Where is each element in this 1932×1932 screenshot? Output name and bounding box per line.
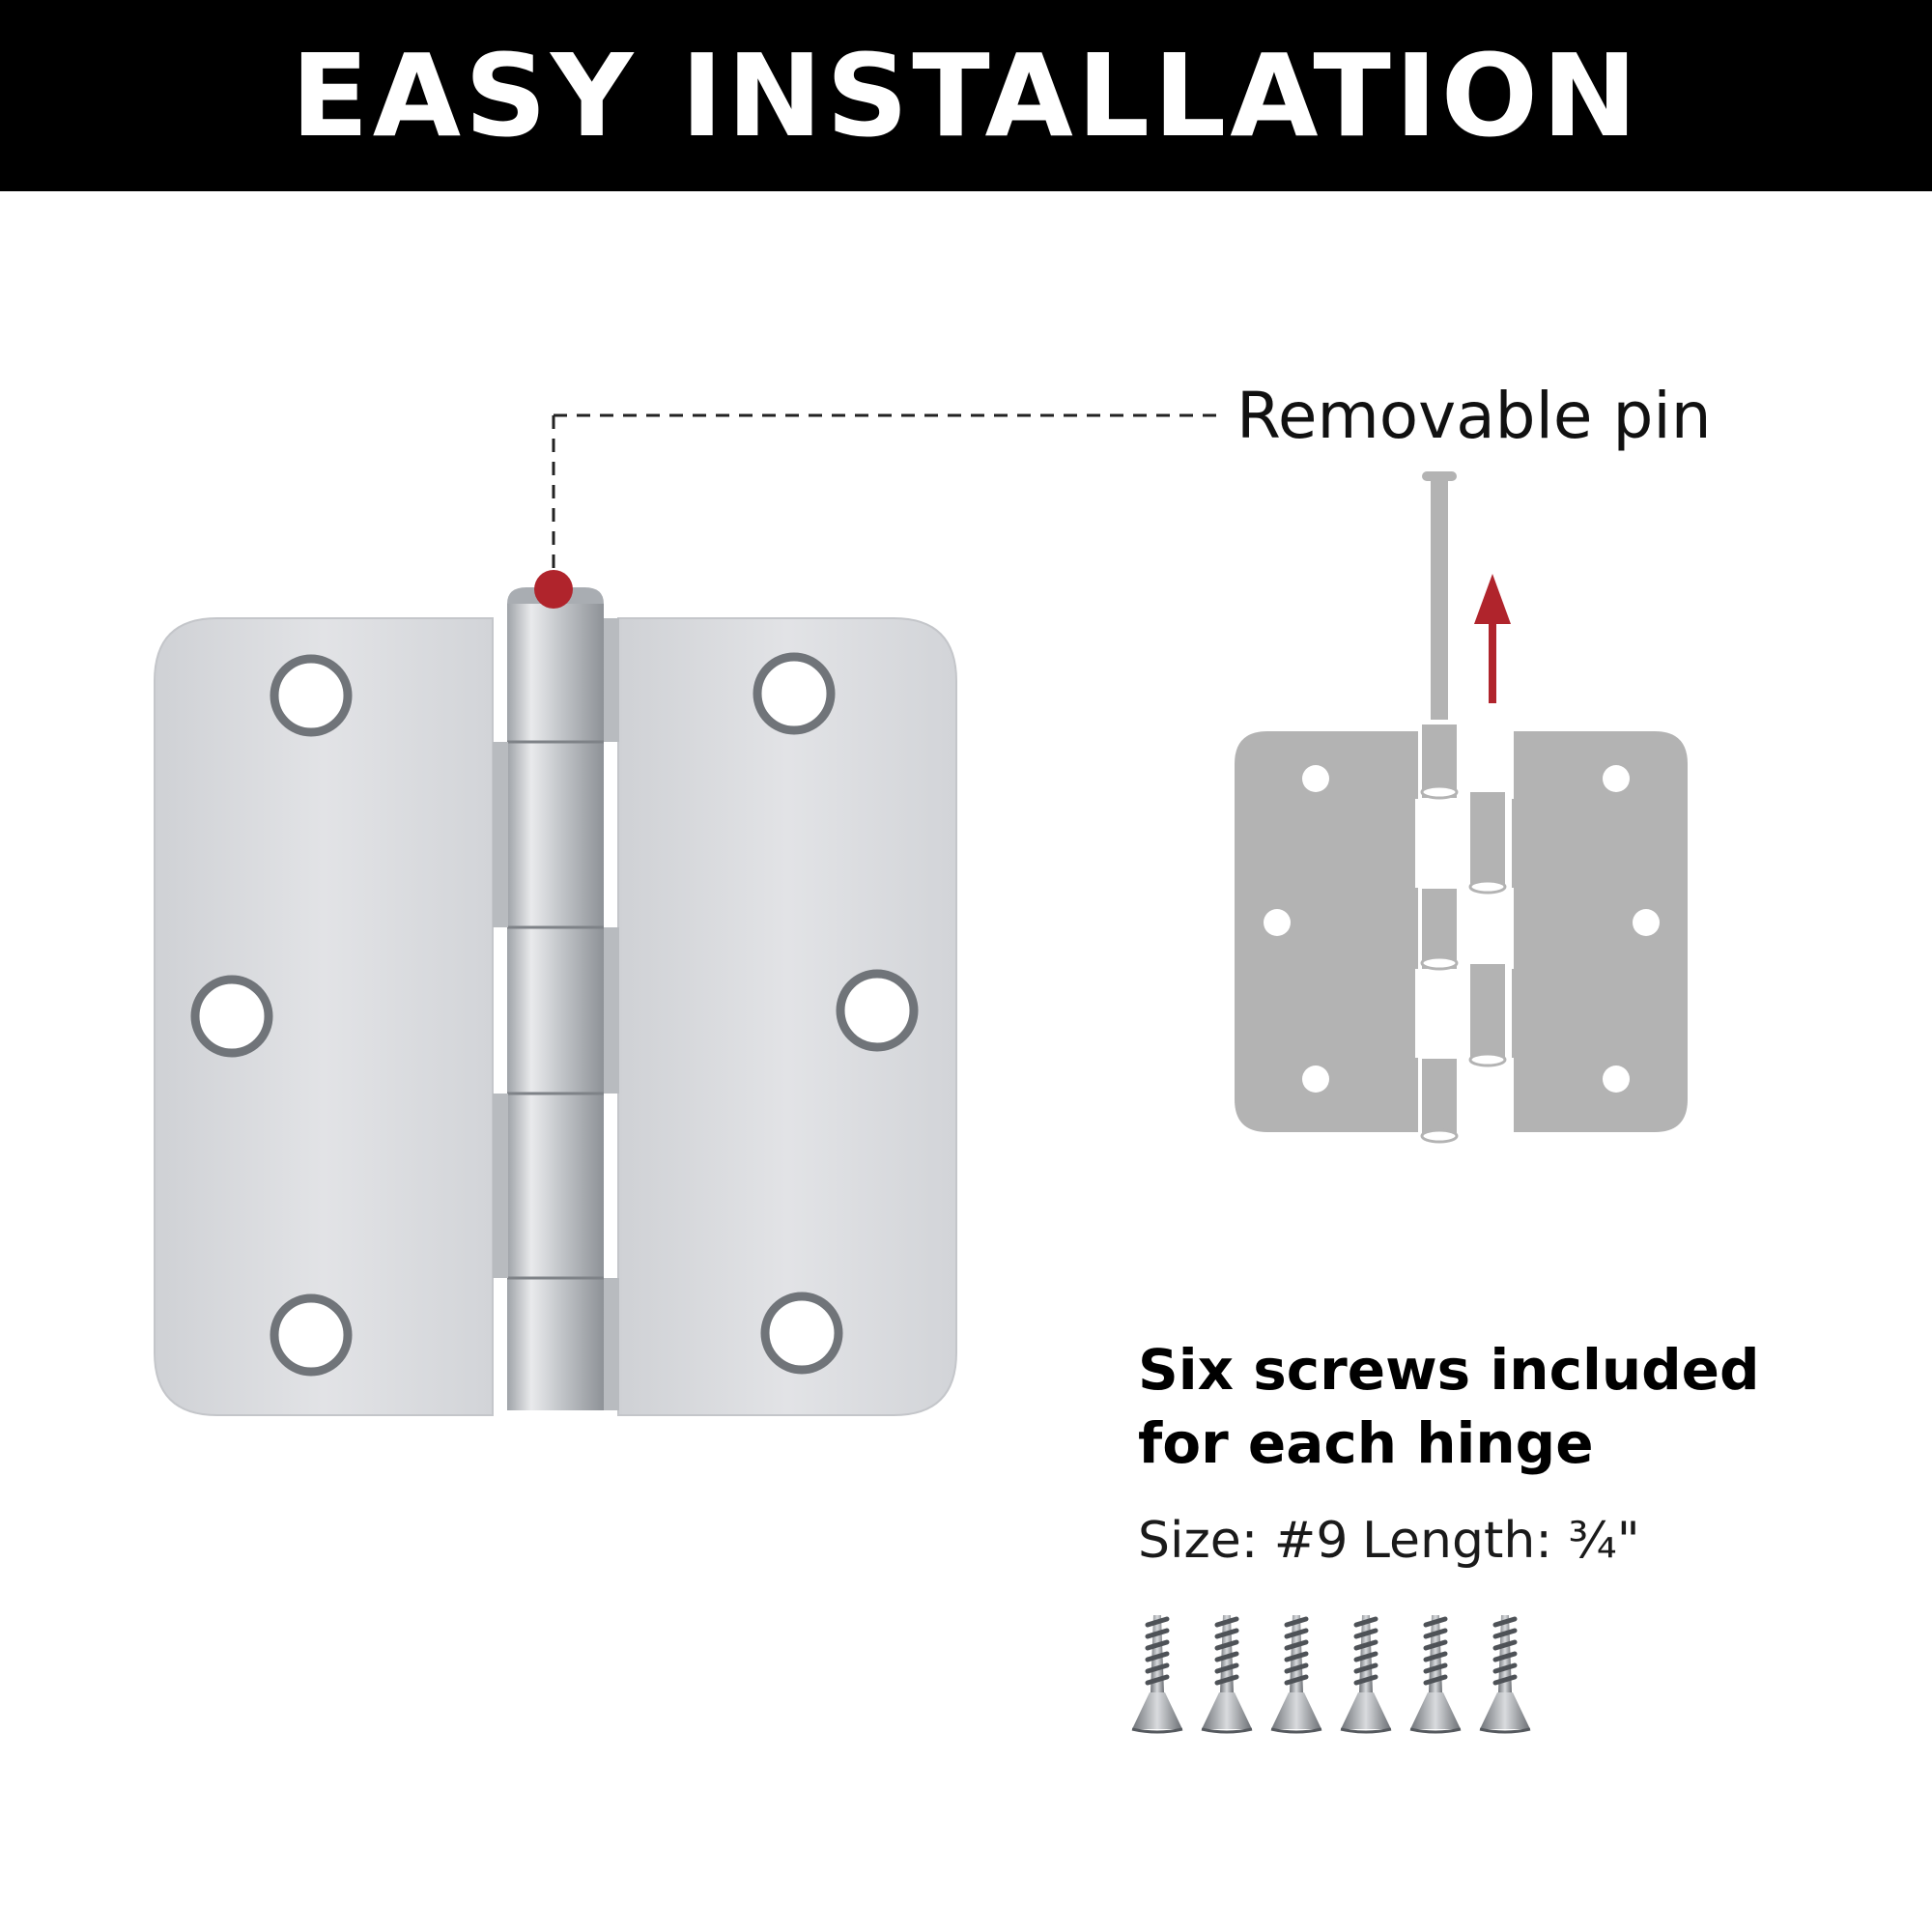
screws-row [1131, 1615, 1531, 1734]
removable-pin-label: Removable pin [1236, 379, 1712, 453]
pin-marker-dot [534, 570, 573, 609]
header-bar [0, 0, 1932, 191]
pin-callout-line [552, 413, 1219, 587]
screws-heading-line2: for each hinge [1138, 1410, 1594, 1476]
door-hinge-photo-icon [154, 587, 957, 1416]
page-title: EASY INSTALLATION [291, 29, 1641, 162]
arrow-up-icon [1474, 574, 1511, 703]
screw-icon [1479, 1615, 1531, 1734]
screw-icon [1340, 1615, 1392, 1734]
screw-length-label: Length: ¾" [1362, 1512, 1640, 1570]
screws-heading: Six screws included for each hinge [1138, 1333, 1814, 1480]
screw-icon [1270, 1615, 1322, 1734]
hinge-diagram-icon [1235, 471, 1688, 1144]
screw-icon [1131, 1615, 1183, 1734]
screw-icon [1201, 1615, 1253, 1734]
screws-heading-line1: Six screws included [1138, 1337, 1760, 1403]
screw-size-label: Size: #9 [1138, 1512, 1349, 1570]
screw-icon [1409, 1615, 1462, 1734]
